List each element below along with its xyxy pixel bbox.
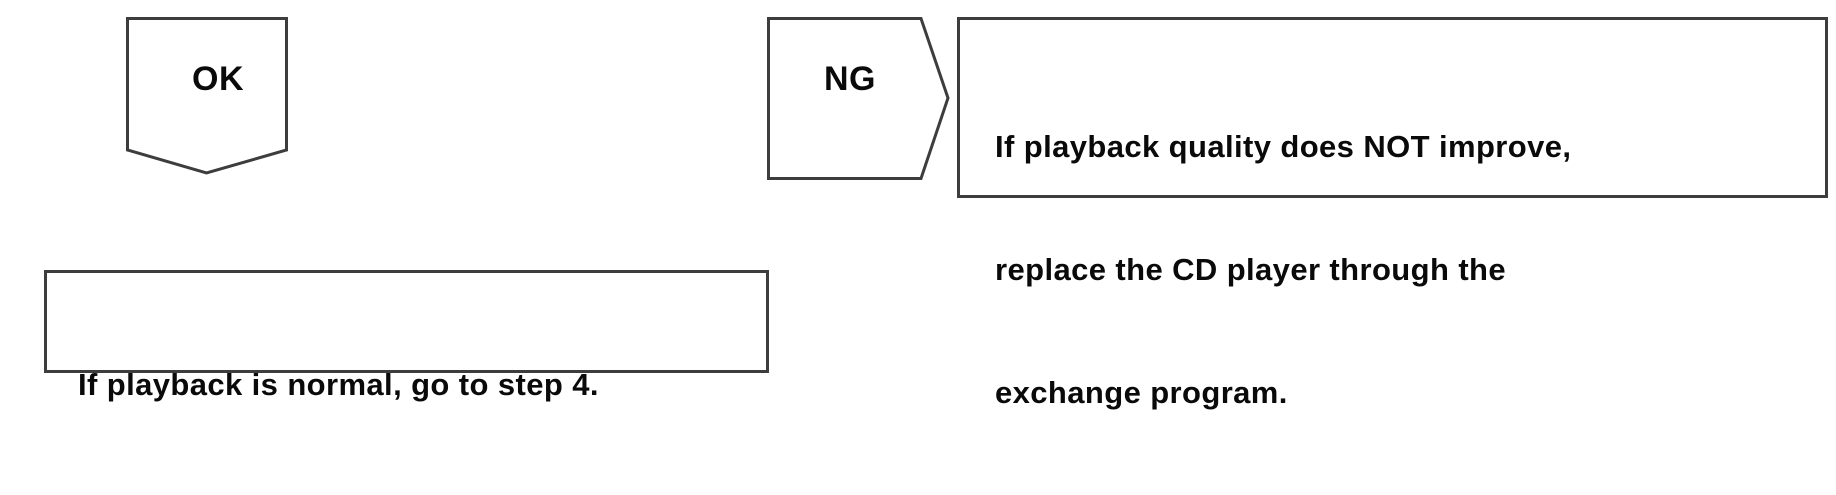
ng-banner-shape <box>767 17 950 180</box>
ok-marker-label: OK <box>192 60 244 98</box>
ng-note-line-3: exchange program. <box>995 375 1288 410</box>
ng-note-line-2: replace the CD player through the <box>995 252 1507 287</box>
ng-marker-label: NG <box>824 60 876 98</box>
ok-note-line-1: If playback is normal, go to step 4. <box>78 367 599 402</box>
ng-note-line-1: If playback quality does NOT improve, <box>995 129 1572 164</box>
diagram-canvas: OK NG If playback quality does NOT impro… <box>44 17 1828 410</box>
ng-note-text: If playback quality does NOT improve, re… <box>995 44 1775 495</box>
ok-note-text: If playback is normal, go to step 4. <box>78 282 758 487</box>
